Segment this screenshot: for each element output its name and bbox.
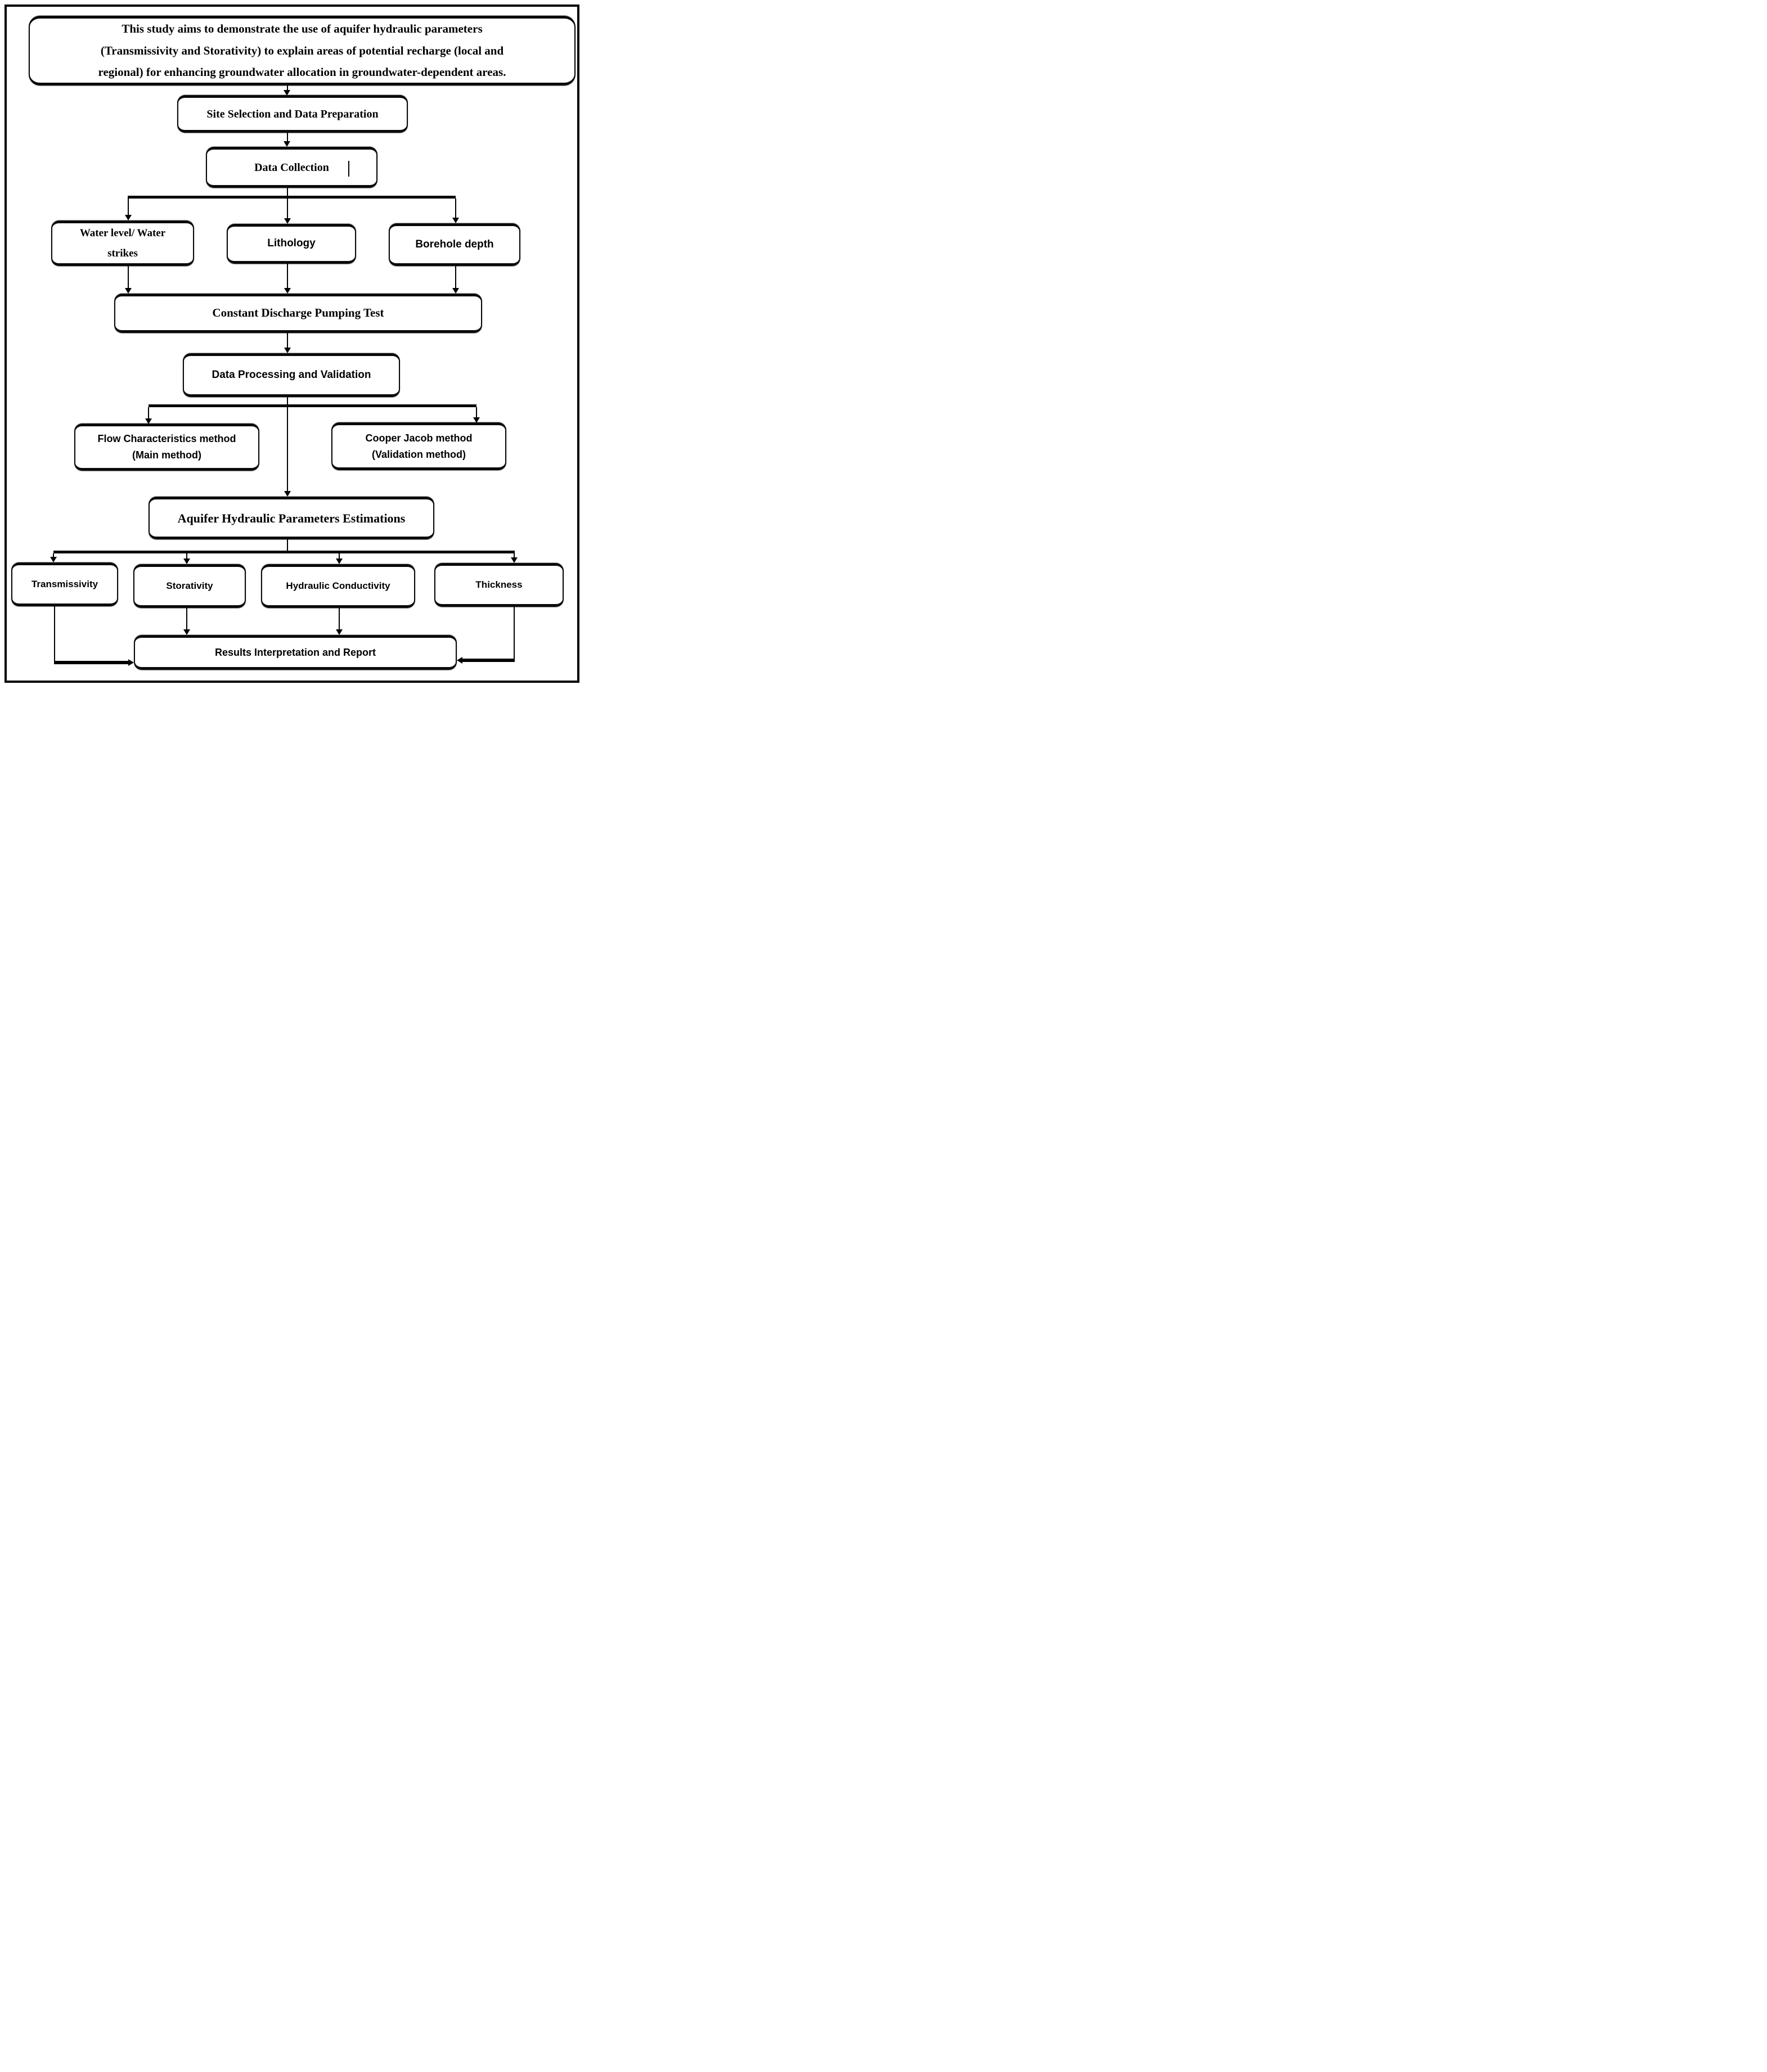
- node-transmissivity: Transmissivity: [11, 562, 118, 606]
- connector-branch-to-flow-method: [148, 407, 149, 419]
- arrowhead-thickness-to-results: [457, 657, 462, 664]
- connector-storativity-to-results: [186, 608, 187, 630]
- arrowhead-transmissivity-to-results: [128, 659, 134, 666]
- node-cooper-method: Cooper Jacob method (Validation method): [331, 422, 506, 470]
- branch-line-aquifer: [53, 551, 515, 553]
- connector-aquifer-stem: [287, 539, 288, 551]
- node-lithology: Lithology: [227, 224, 356, 264]
- connector-branch-to-cooper-method: [476, 407, 477, 418]
- aim-line-2: (Transmissivity and Storativity) to expl…: [100, 43, 504, 57]
- arrowhead-to-aquifer: [284, 491, 291, 497]
- node-borehole-depth: Borehole depth: [389, 223, 520, 266]
- connector-data-stem: [287, 188, 288, 196]
- arrowhead-aim-to-site: [284, 90, 290, 96]
- arrowhead-to-flow-method: [145, 418, 152, 424]
- arrowhead-to-lithology: [284, 218, 291, 224]
- connector-site-to-data: [287, 133, 288, 142]
- node-aquifer-estimations: Aquifer Hydraulic Parameters Estimations: [149, 497, 434, 539]
- arrowhead-to-water: [125, 215, 132, 220]
- connector-branch-to-transmissivity: [53, 553, 54, 558]
- arrowhead-site-to-data: [284, 141, 290, 147]
- node-thickness: Thickness: [434, 563, 564, 607]
- connector-branch-to-hydraulic: [339, 553, 340, 560]
- connector-branch-to-storativity: [186, 553, 187, 560]
- connector-lithology-to-pumping: [287, 263, 288, 289]
- connector-transmissivity-down: [54, 606, 55, 662]
- connector-processing-stem: [287, 397, 288, 492]
- arrowhead-water-to-pumping: [125, 288, 132, 294]
- node-data-processing: Data Processing and Validation: [183, 353, 400, 397]
- node-water-level: Water level/ Water strikes: [51, 220, 194, 266]
- arrowhead-storativity-to-results: [183, 629, 190, 635]
- node-hydraulic-conductivity: Hydraulic Conductivity: [261, 564, 415, 608]
- arrowhead-to-borehole: [452, 218, 459, 223]
- node-results: Results Interpretation and Report: [134, 635, 457, 670]
- connector-water-to-pumping: [128, 266, 129, 289]
- node-aim-statement: This study aims to demonstrate the use o…: [29, 16, 575, 85]
- cooper-method-note: (Validation method): [371, 448, 466, 460]
- arrowhead-to-storativity: [183, 558, 190, 564]
- node-data-collection: Data Collection: [206, 147, 377, 188]
- cooper-method-label: Cooper Jacob method: [365, 432, 473, 444]
- connector-pumping-to-processing: [287, 333, 288, 348]
- arrowhead-to-thickness: [511, 557, 518, 563]
- connector-transmissivity-horizontal: [54, 661, 128, 664]
- connector-branch-to-water: [128, 199, 129, 215]
- node-storativity: Storativity: [133, 564, 246, 608]
- aim-line-1: This study aims to demonstrate the use o…: [122, 21, 483, 35]
- connector-hydraulic-to-results: [339, 608, 340, 630]
- arrowhead-pumping-to-processing: [284, 348, 291, 353]
- connector-branch-to-lithology: [287, 199, 288, 219]
- connector-thickness-down: [514, 607, 515, 660]
- arrowhead-to-cooper-method: [473, 417, 480, 423]
- node-flow-method: Flow Characteristics method (Main method…: [74, 424, 259, 471]
- aim-line-3: regional) for enhancing groundwater allo…: [98, 65, 506, 79]
- arrowhead-lithology-to-pumping: [284, 288, 291, 294]
- arrowhead-to-hydraulic: [336, 558, 343, 564]
- flow-method-label: Flow Characteristics method: [97, 433, 236, 445]
- branch-line-processing: [149, 404, 476, 407]
- flowchart-canvas: This study aims to demonstrate the use o…: [0, 0, 589, 691]
- arrowhead-to-transmissivity: [50, 557, 57, 562]
- node-pumping-test: Constant Discharge Pumping Test: [114, 294, 482, 333]
- connector-branch-to-borehole: [455, 199, 456, 218]
- flow-method-note: (Main method): [132, 449, 201, 461]
- connector-thickness-horizontal: [462, 659, 515, 662]
- node-site-selection: Site Selection and Data Preparation: [177, 95, 408, 133]
- arrowhead-hydraulic-to-results: [336, 629, 343, 635]
- connector-borehole-to-pumping: [455, 266, 456, 289]
- arrowhead-borehole-to-pumping: [452, 288, 459, 294]
- branch-line-data-collection: [128, 196, 456, 199]
- text-cursor: [348, 161, 349, 177]
- connector-branch-to-thickness: [514, 553, 515, 558]
- connector-aim-to-site: [287, 85, 288, 91]
